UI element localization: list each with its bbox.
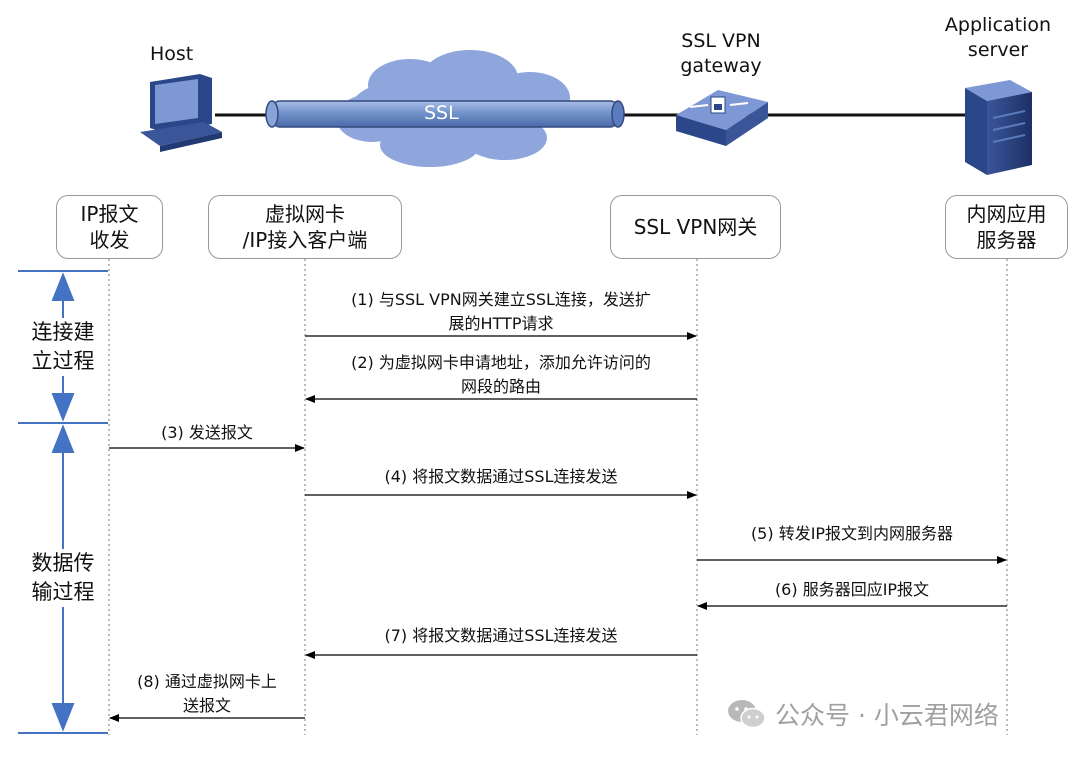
message-arrows [109,332,1007,722]
lane-line: /IP接入客户端 [242,228,368,252]
lane-line: 虚拟网卡 [265,202,345,226]
message-line: (7) 将报文数据通过SSL连接发送 [384,626,618,645]
lane-line: 内网应用 [966,202,1047,226]
phase-brackets [18,270,108,734]
message-label-4: (4) 将报文数据通过SSL连接发送 [305,465,697,489]
lane-line: SSL VPN网关 [633,215,758,239]
host-label: Host [150,43,194,65]
server-label: Application server [936,13,1060,63]
watermark-text: 公众号 · 小云君网络 [775,701,999,730]
watermark: 公众号 · 小云君网络 [727,696,999,732]
lane-box-app-server: 内网应用 服务器 [945,195,1068,259]
vpn-gateway-icon [676,90,768,146]
phase-line: 数据传 [31,551,95,575]
lane-line: IP报文 [80,202,139,226]
lane-line: 收发 [89,228,130,252]
lane-line: 服务器 [976,228,1037,252]
phase-label-transfer: 数据传 输过程 [22,549,104,607]
ssl-tunnel-icon [265,100,625,128]
tunnel-label: SSL [424,102,459,124]
phase-line: 输过程 [31,580,95,604]
message-line: (5) 转发IP报文到内网服务器 [750,524,954,543]
message-label-2: (2) 为虚拟网卡申请地址，添加允许访问的 网段的路由 [305,351,697,399]
message-line: (4) 将报文数据通过SSL连接发送 [384,467,618,486]
message-line: (3) 发送报文 [161,423,253,442]
message-line: (8) 通过虚拟网卡上 [137,672,277,691]
lane-box-ssl-vpn-gateway: SSL VPN网关 [610,195,781,259]
message-line: 送报文 [182,696,231,715]
host-computer-icon [140,74,222,152]
message-label-6: (6) 服务器回应IP报文 [697,578,1007,602]
message-label-5: (5) 转发IP报文到内网服务器 [697,522,1007,546]
wechat-icon [728,700,766,729]
lane-box-virtual-nic: 虚拟网卡 /IP接入客户端 [208,195,402,259]
application-server-icon [965,80,1032,175]
gateway-label-line: SSL VPN [681,30,761,52]
gateway-label-line: gateway [680,55,762,77]
server-label-line: Application [944,14,1052,36]
gateway-label: SSL VPN gateway [662,29,780,79]
message-line: 展的HTTP请求 [448,314,554,333]
message-label-8: (8) 通过虚拟网卡上 送报文 [109,670,305,718]
message-line: (6) 服务器回应IP报文 [774,580,930,599]
message-label-7: (7) 将报文数据通过SSL连接发送 [305,624,697,648]
message-line: (1) 与SSL VPN网关建立SSL连接，发送扩 [351,290,651,309]
lane-box-ip-packet: IP报文 收发 [56,195,163,259]
phase-line: 连接建 [31,320,95,344]
message-label-1: (1) 与SSL VPN网关建立SSL连接，发送扩 展的HTTP请求 [305,288,697,336]
phase-label-connection: 连接建 立过程 [22,318,104,376]
message-label-3: (3) 发送报文 [109,421,305,445]
message-line: 网段的路由 [460,377,541,396]
phase-line: 立过程 [31,349,95,373]
server-label-line: server [967,39,1029,61]
message-line: (2) 为虚拟网卡申请地址，添加允许访问的 [351,353,651,372]
